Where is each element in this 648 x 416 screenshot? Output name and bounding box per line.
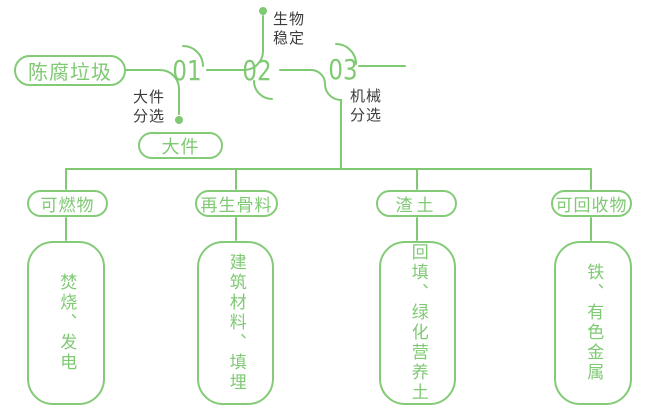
- arc-under-02: [253, 80, 273, 100]
- line-source-to-bulky: [125, 69, 180, 115]
- result-box-residue-soil: 回填、绿化营养土: [379, 241, 456, 405]
- step-02-label: 生物 稳定: [273, 10, 306, 47]
- step-01-label: 大件 分选: [133, 88, 166, 125]
- step-03-label: 机械 分选: [350, 87, 383, 124]
- branch-pill-label: 可燃物: [40, 196, 95, 216]
- arc-over-01: [182, 45, 204, 67]
- source-pill-label: 陈腐垃圾: [28, 60, 112, 84]
- branch-pill-label: 可回收物: [555, 196, 628, 216]
- branch-pill-residue-soil: 渣土: [376, 190, 457, 217]
- result-box-recyclables: 铁、有色金属: [554, 241, 632, 405]
- branch-pill-combustibles: 可燃物: [27, 190, 108, 217]
- result-box-recycled-aggregate: 建筑材料、填埋: [197, 241, 274, 405]
- step-03-number: 03: [328, 53, 358, 86]
- branch-pill-recycled-aggregate: 再生骨料: [195, 190, 278, 217]
- result-box-text: 铁、有色金属: [583, 263, 604, 383]
- result-box-combustibles: 焚烧、发电: [27, 241, 105, 405]
- bulky-branch-dot: [175, 116, 183, 124]
- source-pill: 陈腐垃圾: [14, 55, 126, 86]
- branch-pill-label: 再生骨料: [200, 196, 273, 216]
- arc-over-03: [335, 43, 357, 65]
- line-01-to-02: [206, 15, 264, 71]
- branch-pill-label: 渣土: [395, 196, 438, 216]
- result-box-text: 焚烧、发电: [56, 273, 77, 373]
- bulky-waste-pill: 大件: [138, 132, 223, 159]
- result-box-text: 建筑材料、填埋: [225, 253, 246, 393]
- result-box-text: 回填、绿化营养土: [407, 243, 428, 403]
- line-02-to-descender: [279, 69, 342, 170]
- step-02-number: 02: [242, 54, 272, 87]
- step-01-number: 01: [172, 54, 202, 87]
- bulky-waste-pill-label: 大件: [161, 136, 200, 158]
- bio-stabilize-dot: [259, 7, 267, 15]
- branch-pill-recyclables: 可回收物: [551, 190, 632, 217]
